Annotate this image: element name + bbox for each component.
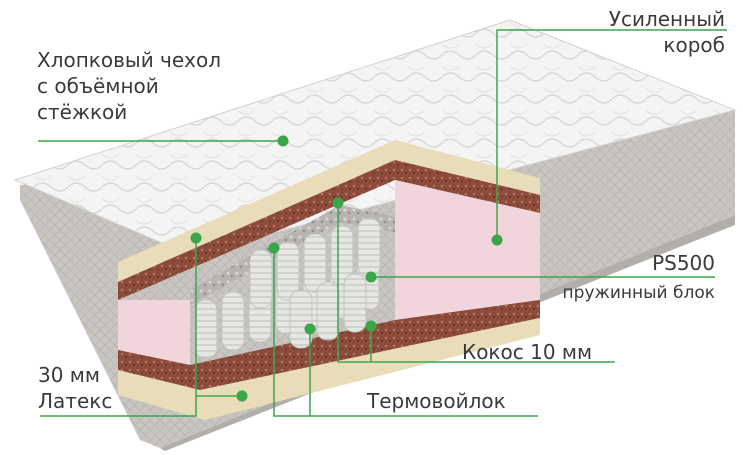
label-cover: Хлопковый чехол с объёмной стёжкой: [37, 47, 221, 125]
label-cover-line3: стёжкой: [37, 100, 128, 124]
spring-block: [194, 217, 381, 359]
dot-coconut-bottom: [365, 320, 377, 332]
callout-dots: [190, 135, 503, 402]
label-springs-sub: пружинный блок: [562, 283, 715, 303]
latex-bottom-layer: [118, 318, 540, 420]
foam-box-left: [118, 300, 190, 365]
dot-felt-bottom: [304, 323, 316, 335]
dot-latex-top: [190, 232, 202, 244]
coir-bottom-layer: [118, 300, 540, 390]
callout-line-latex-top: [40, 238, 197, 417]
dot-cover: [277, 135, 289, 147]
label-box-line1: Усиленный: [608, 7, 725, 31]
dot-springs: [365, 271, 377, 283]
foam-box-right: [395, 180, 540, 320]
label-box: Усиленный короб: [609, 6, 725, 58]
dot-latex-bottom: [236, 390, 248, 402]
cutaway-section: [118, 140, 540, 420]
label-felt: Термовойлок: [367, 389, 506, 413]
label-cover-line2: с объёмной: [37, 74, 159, 98]
label-latex-line1: 30 мм: [38, 363, 100, 387]
callout-lines: [38, 29, 727, 417]
label-latex-line2: Латекс: [38, 389, 113, 413]
label-box-line2: короб: [663, 33, 725, 57]
callout-line-box: [496, 29, 727, 240]
label-springs-title: PS500: [652, 251, 715, 275]
dot-coconut-top: [332, 197, 344, 209]
dot-box: [491, 234, 503, 246]
label-cover-line1: Хлопковый чехол: [37, 48, 222, 72]
label-latex: 30 мм Латекс: [38, 362, 112, 414]
label-coconut: Кокос 10 мм: [462, 340, 593, 364]
callout-line-felt-top: [273, 248, 538, 417]
quilted-cover: [13, 19, 737, 256]
dot-felt-top: [268, 242, 280, 254]
callout-line-coconut-top: [337, 203, 615, 363]
